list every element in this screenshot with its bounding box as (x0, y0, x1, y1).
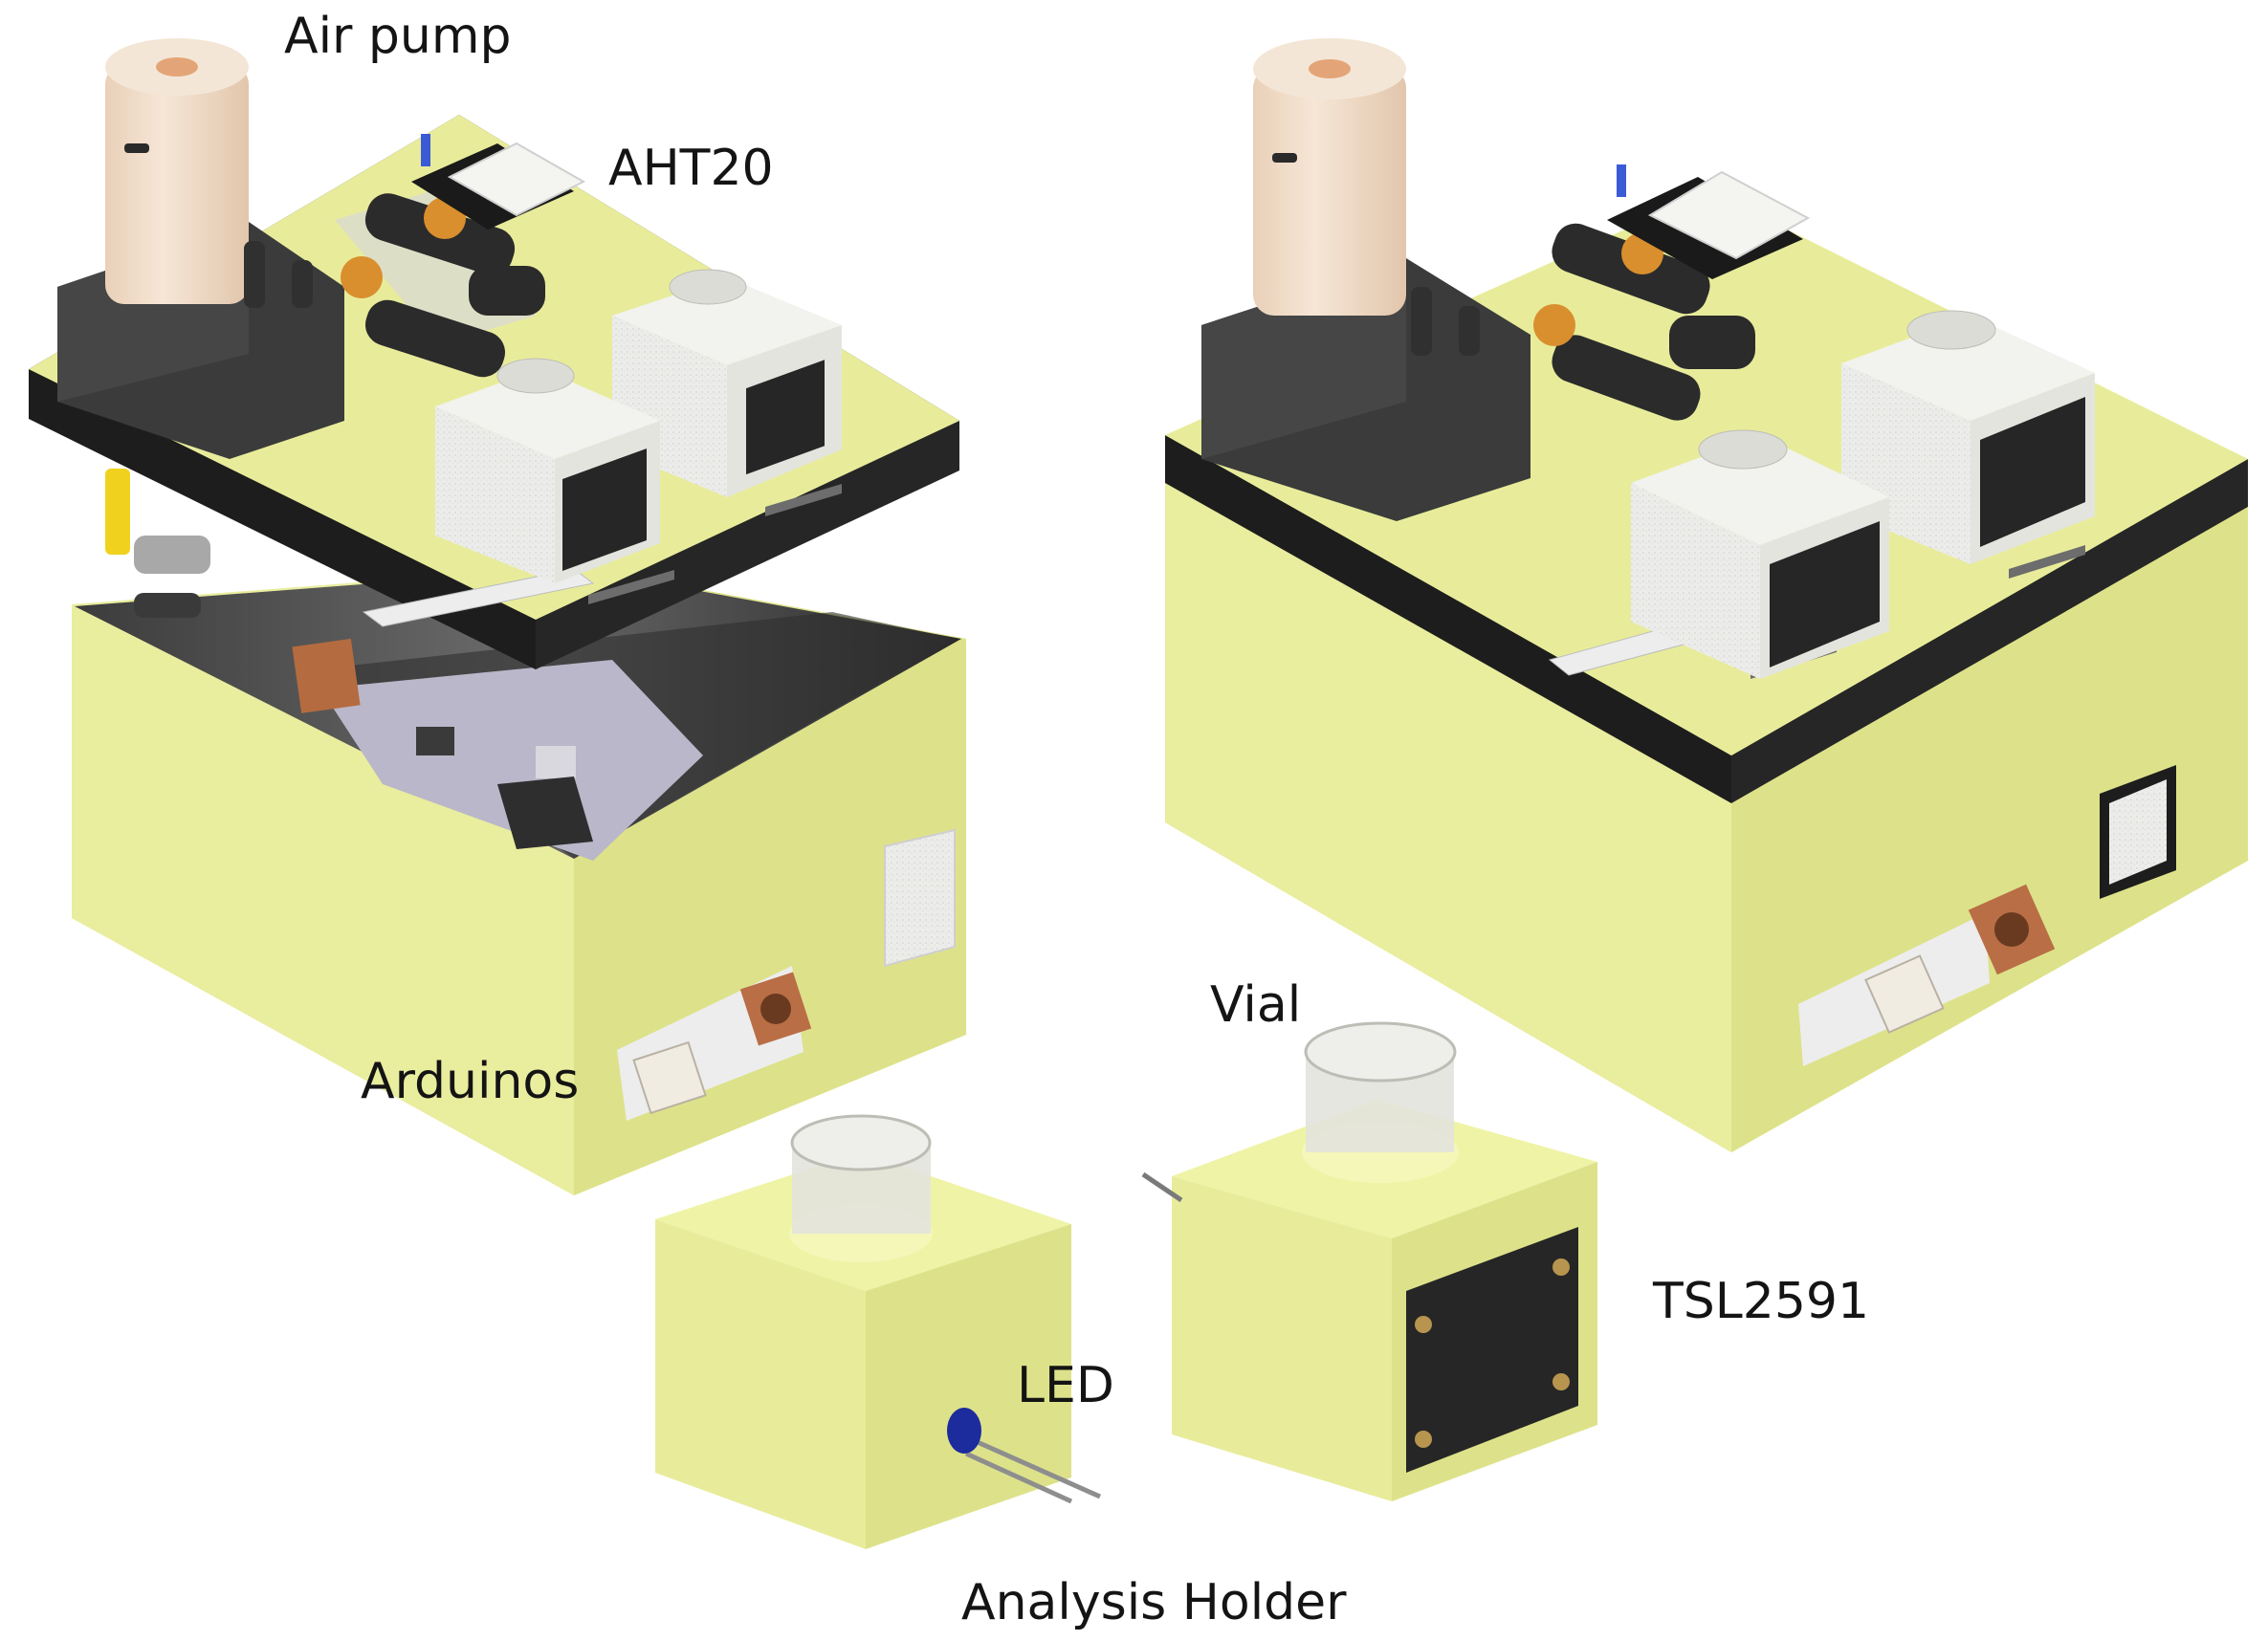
right-sensor-block-front (1631, 429, 1889, 679)
right-air-pump (1201, 38, 1530, 521)
label-led: LED (1017, 1357, 1114, 1414)
right-arduino-ports (1798, 884, 2056, 1066)
left-aht20-sensor (411, 134, 586, 230)
label-aht20: AHT20 (608, 140, 774, 197)
analysis-holder-tsl2591 (1141, 1021, 1597, 1501)
label-vial: Vial (1210, 976, 1302, 1034)
right-assembly (1165, 38, 2248, 1152)
left-tube-fitting (105, 469, 210, 618)
label-analysis-holder: Analysis Holder (961, 1574, 1347, 1631)
arduino-board-inside (292, 638, 703, 861)
label-tsl2591: TSL2591 (1653, 1273, 1870, 1330)
led-component (947, 1408, 1102, 1504)
analysis-holder-led (655, 1114, 1102, 1549)
left-arduino-ports (617, 966, 812, 1121)
left-tee-fittings (341, 193, 545, 378)
left-side-window (884, 828, 956, 968)
left-assembly (29, 38, 966, 1195)
right-tee-fittings (1533, 223, 1755, 421)
tsl2591-board (1406, 1227, 1578, 1473)
label-air-pump: Air pump (284, 8, 512, 65)
right-aht20-sensor (1607, 164, 1811, 279)
left-air-pump (57, 38, 344, 459)
label-arduinos: Arduinos (361, 1053, 580, 1110)
left-sensor-block-front (435, 358, 660, 583)
